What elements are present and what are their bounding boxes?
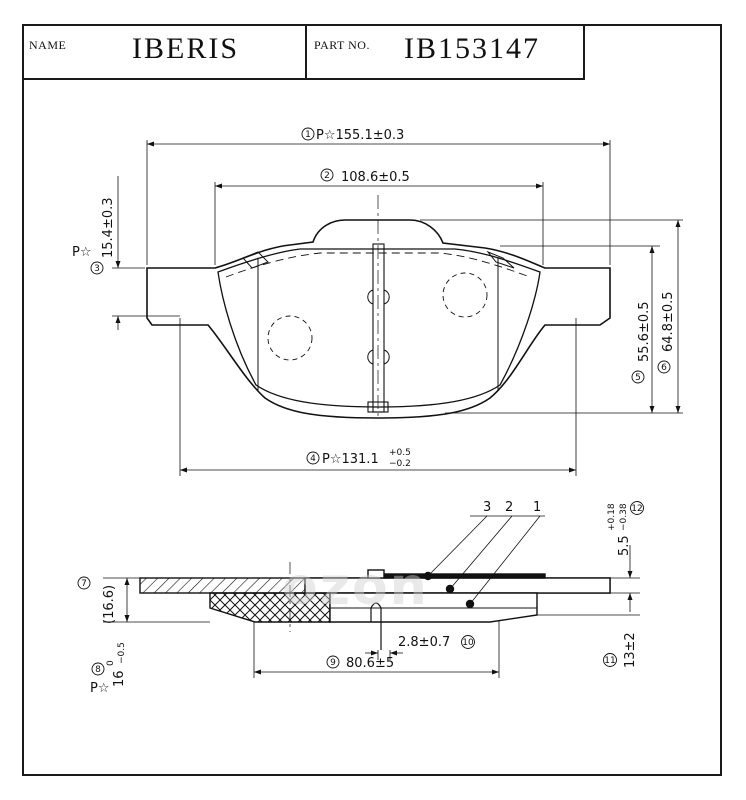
layer-label-1: 1 xyxy=(533,500,541,515)
center-slot xyxy=(372,243,385,413)
dim-8: 8 16 0 −0.5 P☆ xyxy=(90,642,127,696)
dim-3-number: 3 xyxy=(94,264,100,274)
dim-2-value: 108.6±0.5 xyxy=(341,170,410,185)
dim-5-number: 5 xyxy=(635,373,641,383)
dim-1: 1 P☆155.1±0.3 xyxy=(301,127,404,143)
front-dimensions xyxy=(112,140,683,476)
dim-12-number: 12 xyxy=(631,504,642,514)
dim-11-number: 11 xyxy=(604,656,615,666)
dim-10: 2.8±0.7 10 xyxy=(398,635,475,650)
dim-10-number: 10 xyxy=(462,638,474,648)
dim-2: 2 108.6±0.5 xyxy=(320,168,410,185)
dim-8-tol-lower: −0.5 xyxy=(117,642,127,664)
drawing-frame xyxy=(22,24,722,776)
dim-6-number: 6 xyxy=(661,363,667,373)
layer-callouts xyxy=(427,515,545,605)
dim-12: 5.5 +0.18 −0.38 12 xyxy=(607,501,644,556)
layer-label-2: 2 xyxy=(505,500,513,515)
dim-8-prefix: P☆ xyxy=(90,681,110,696)
side-dimensions xyxy=(103,545,640,678)
dim-7-number: 7 xyxy=(81,579,87,589)
dim-1-value: P☆155.1±0.3 xyxy=(316,128,404,143)
dim-7: 7 (16.6) xyxy=(77,576,117,624)
dim-4-tol-upper: +0.5 xyxy=(389,448,411,458)
dim-4-number: 4 xyxy=(310,454,316,464)
dim-3: P☆ 3 15.4±0.3 xyxy=(72,197,116,275)
dim-12-value: 5.5 xyxy=(617,535,632,556)
dim-8-value: 16 xyxy=(112,670,127,687)
dim-2-number: 2 xyxy=(324,171,330,181)
dim-9-value: 80.6±5 xyxy=(346,656,394,671)
dim-6: 6 64.8±0.5 xyxy=(657,291,676,374)
title-block-divider xyxy=(305,24,307,79)
name-value: IBERIS xyxy=(132,32,240,65)
dim-3-value: 15.4±0.3 xyxy=(101,197,116,258)
dim-4-value: P☆131.1 xyxy=(322,452,379,467)
dim-9-number: 9 xyxy=(330,658,336,668)
friction-material-section xyxy=(209,592,331,623)
pad-side-view xyxy=(139,562,611,650)
friction-material-outline xyxy=(217,248,541,408)
hole-left xyxy=(267,315,313,361)
guide-pin xyxy=(370,602,382,650)
part-no-label: PART NO. xyxy=(314,38,370,52)
dim-4: 4 P☆131.1 +0.5 −0.2 xyxy=(306,448,411,469)
name-label: NAME xyxy=(29,38,67,52)
watermark: ozon xyxy=(282,557,429,617)
dim-4-tol-lower: −0.2 xyxy=(389,459,411,469)
backing-plate-outline xyxy=(146,219,611,419)
dim-12-tol-upper: +0.18 xyxy=(607,503,617,531)
pad-front-view xyxy=(146,195,611,420)
hole-right xyxy=(442,272,488,318)
dim-3-prefix: P☆ xyxy=(72,245,92,260)
dim-12-tol-lower: −0.38 xyxy=(619,503,629,531)
dim-7-value: (16.6) xyxy=(102,585,117,624)
dim-11-value: 13±2 xyxy=(623,632,638,668)
dim-10-value: 2.8±0.7 xyxy=(398,635,450,650)
shim-layer xyxy=(384,573,546,579)
shim-clip-right xyxy=(486,250,515,269)
layer-label-3: 3 xyxy=(483,500,491,515)
title-block xyxy=(22,24,585,80)
dim-1-number: 1 xyxy=(305,130,311,140)
dim-6-value: 64.8±0.5 xyxy=(661,291,676,352)
dim-5-value: 55.6±0.5 xyxy=(637,301,652,362)
part-no-value: IB153147 xyxy=(404,32,540,65)
dim-11: 11 13±2 xyxy=(603,632,638,668)
dim-5: 5 55.6±0.5 xyxy=(631,301,652,384)
dim-8-tol-upper: 0 xyxy=(106,660,116,666)
dim-8-number: 8 xyxy=(95,665,101,675)
shim-clip-left xyxy=(242,251,269,269)
dim-9: 9 80.6±5 xyxy=(326,655,394,671)
